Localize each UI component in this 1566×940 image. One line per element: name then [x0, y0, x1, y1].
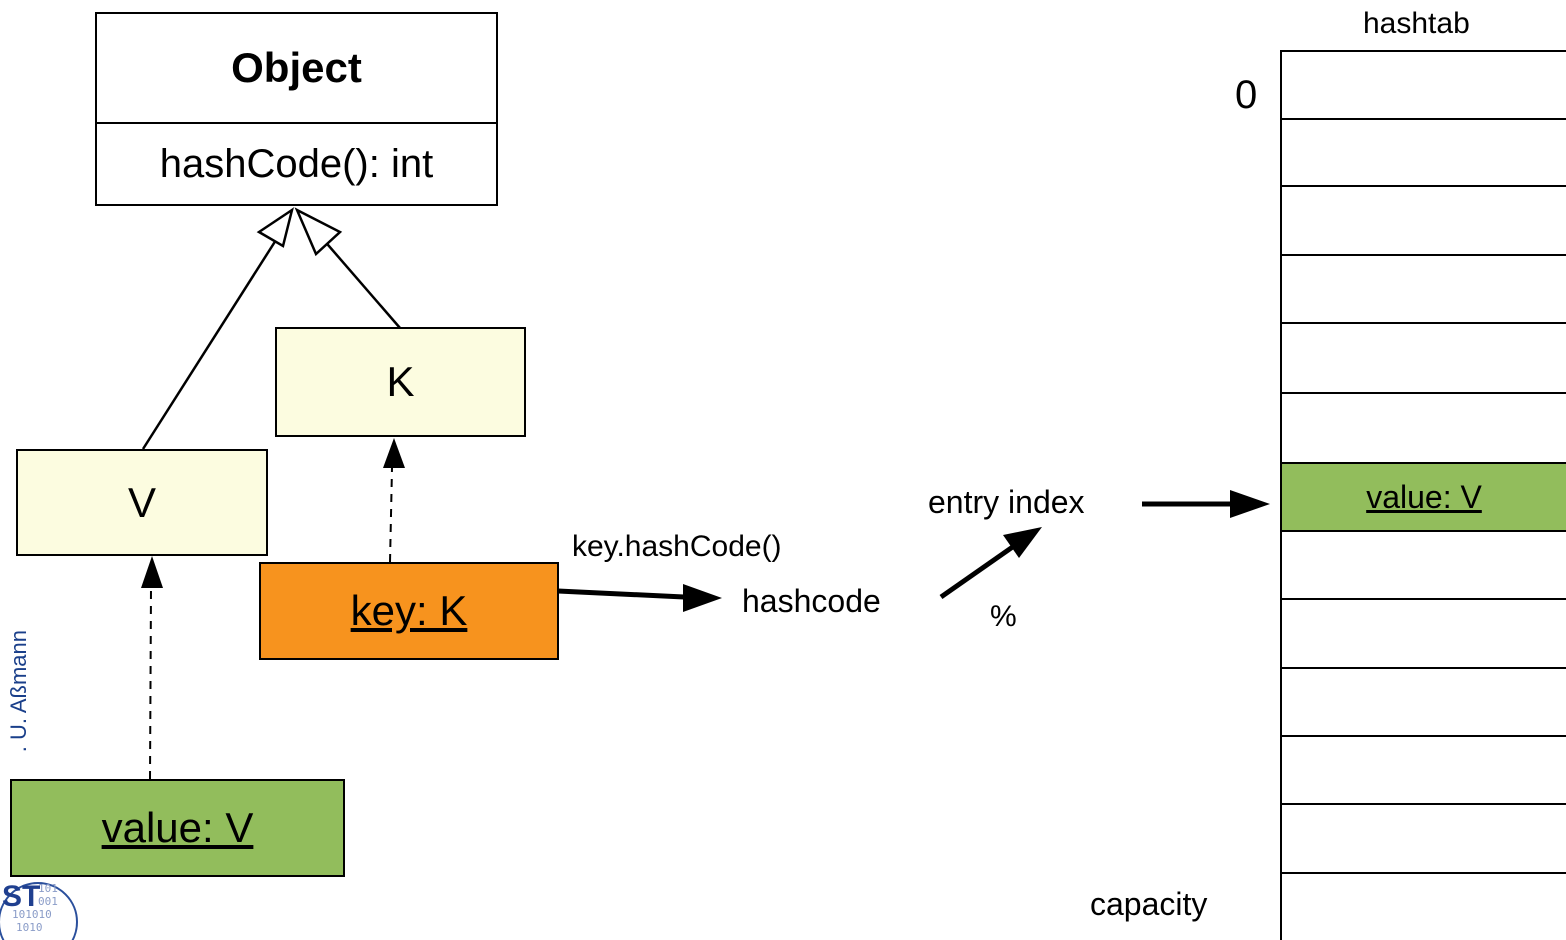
hashtab-slot — [1282, 392, 1566, 394]
object-class-name: Object — [231, 44, 362, 91]
instance-of-line-key — [389, 467, 393, 563]
st-logo-bits-1: 101 — [38, 882, 58, 895]
hashtab-slot — [1282, 50, 1566, 52]
st-logo-text: ST — [2, 880, 41, 913]
hashtab-slot — [1282, 118, 1566, 120]
hashcode-label: hashcode — [742, 583, 881, 619]
hashtab-title: hashtab — [1363, 7, 1470, 40]
object-class-divider — [97, 122, 496, 124]
arrow-key-to-hashcode — [557, 588, 685, 600]
hashtab-slot — [1282, 598, 1566, 600]
arrowhead-hashcode — [683, 584, 722, 612]
object-class-box: Object hashCode(): int — [95, 12, 498, 206]
arrow-modulo — [939, 543, 1016, 600]
arrowhead-entry-index — [1003, 527, 1042, 558]
key-instance-label: key: K — [350, 587, 468, 634]
inheritance-arrowhead-v — [256, 207, 294, 248]
modulo-label: % — [990, 600, 1017, 633]
hashtab-filled-slot: value: V — [1282, 462, 1566, 532]
class-k-name: K — [386, 358, 415, 405]
st-logo-bits-4: 1010 — [16, 921, 43, 934]
class-v-box: V — [16, 449, 268, 556]
hashtab-slot — [1282, 735, 1566, 737]
hashtab-slot — [1282, 254, 1566, 256]
inheritance-line-k — [321, 237, 401, 329]
hashtab-slot — [1282, 803, 1566, 805]
value-instance-label: value: V — [101, 804, 254, 851]
hashtab-table — [1280, 50, 1566, 940]
instance-of-arrowhead-value — [141, 556, 163, 588]
value-instance-box: value: V — [10, 779, 345, 877]
object-class-method: hashCode(): int — [159, 141, 434, 186]
class-k-box: K — [275, 327, 526, 437]
entry-index-label: entry index — [928, 484, 1085, 520]
instance-of-line-value — [149, 587, 152, 780]
hashtab-slot — [1282, 185, 1566, 187]
hashtab-capacity-label: capacity — [1090, 886, 1208, 922]
instance-of-arrowhead-key — [383, 438, 405, 468]
inheritance-arrowhead-k — [294, 207, 343, 257]
hashtab-slot — [1282, 322, 1566, 324]
st-logo-bits-2: 001 — [38, 895, 58, 908]
author-credit: . U. Aßmann — [6, 630, 31, 753]
inheritance-line-v — [141, 239, 278, 450]
arrowhead-slot — [1230, 490, 1270, 518]
hashtab-slot — [1282, 872, 1566, 874]
key-instance-box: key: K — [259, 562, 559, 660]
hashtab-slot — [1282, 667, 1566, 669]
class-v-name: V — [127, 478, 156, 526]
hashtab-first-index: 0 — [1235, 73, 1258, 117]
hashtab-stored-entry: value: V — [1366, 478, 1482, 515]
st-logo-bits-3: 101010 — [12, 908, 52, 921]
st-logo: 101 001 101010 1010 ST — [0, 878, 84, 940]
st-logo-circle — [0, 882, 78, 940]
call-label: key.hashCode() — [572, 530, 782, 563]
